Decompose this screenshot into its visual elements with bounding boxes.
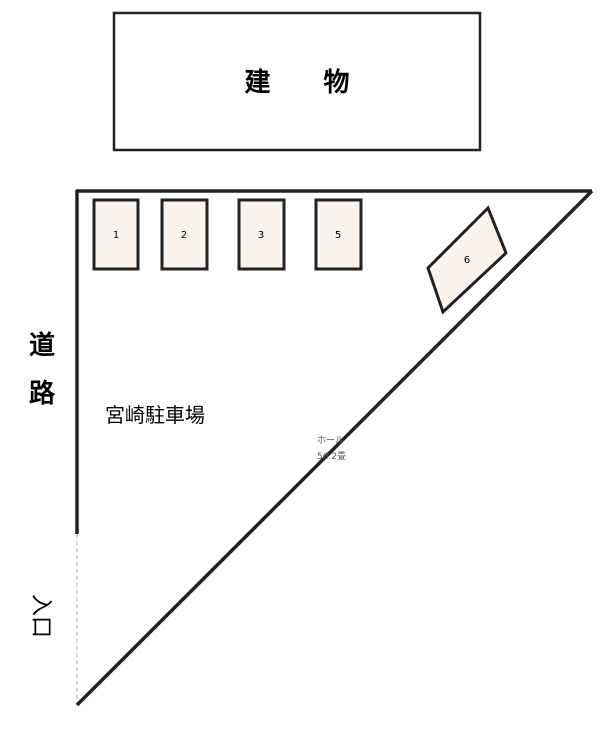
building-label: 建 物 [244,68,371,98]
hall-label: ホール [317,435,344,446]
lot-hypotenuse [75,189,594,707]
road-label-2: 路 [29,378,56,409]
hall-size: 56.2畳 [317,451,346,462]
svg-text:6: 6 [464,255,470,266]
entrance-label: 入口 [28,594,53,638]
lot-name: 宮崎駐車場 [105,403,205,427]
svg-text:5: 5 [335,230,341,241]
building [112,11,482,152]
svg-text:1: 1 [113,230,119,241]
road-label-1: 道 [29,330,55,361]
parking-slot-1: 1 [92,198,140,271]
parking-slot-3: 3 [237,198,286,271]
parking-slot-5: 5 [314,198,363,271]
parking-slot-2: 2 [160,198,209,271]
parking-slot-6: 6 [426,205,508,315]
svg-text:3: 3 [258,230,264,241]
svg-text:2: 2 [181,230,187,241]
